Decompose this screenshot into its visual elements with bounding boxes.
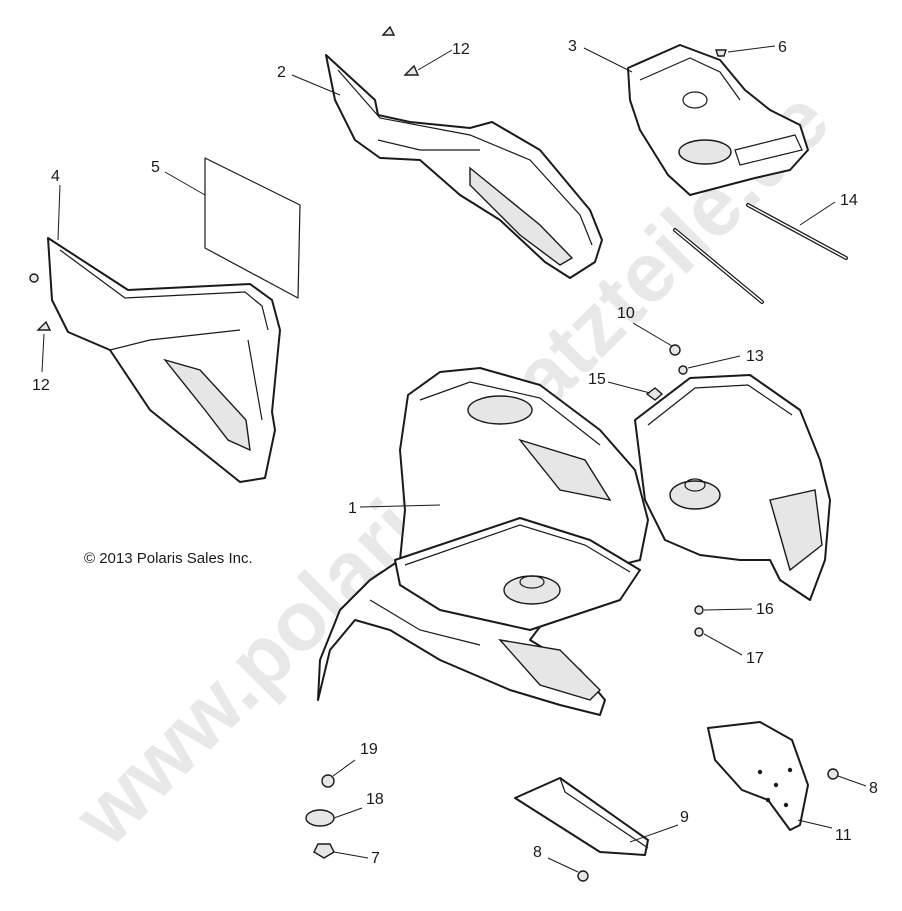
callout-6: 6	[778, 39, 787, 56]
leader-lines	[41, 45, 867, 873]
part-1-front-cab	[317, 367, 649, 716]
part-1-fender-box	[634, 374, 831, 601]
part-11-plate	[707, 721, 809, 831]
callout-10: 10	[617, 305, 635, 322]
callout-1: 1	[348, 500, 357, 517]
callout-5: 5	[151, 159, 160, 176]
fastener-16	[694, 605, 704, 615]
fasteners	[29, 25, 839, 882]
part-2-rack-cover	[325, 54, 603, 279]
callout-13: 13	[746, 348, 764, 365]
callout-12-left: 12	[32, 377, 50, 394]
callout-2: 2	[277, 64, 286, 81]
fastener-left-a	[29, 273, 39, 283]
fastener-12-top	[381, 25, 396, 36]
fastener-15	[645, 387, 664, 401]
fastener-13	[678, 365, 688, 375]
copyright-text: © 2013 Polaris Sales Inc.	[84, 550, 253, 567]
callout-7: 7	[371, 850, 380, 867]
callout-19: 19	[360, 741, 378, 758]
fastener-12-a	[403, 64, 420, 76]
fastener-18	[305, 809, 335, 827]
callout-12-top: 12	[452, 41, 470, 58]
part-4-left-panel	[47, 237, 281, 483]
part-3-storage-tray	[627, 44, 809, 196]
callout-18: 18	[366, 791, 384, 808]
callout-8-right: 8	[869, 780, 878, 797]
fastener-17	[694, 627, 704, 637]
callout-14: 14	[840, 192, 858, 209]
callout-15: 15	[588, 371, 606, 388]
part-9-bracket	[514, 777, 649, 856]
callout-9: 9	[680, 809, 689, 826]
callout-8-bottom: 8	[533, 844, 542, 861]
fastener-8-right	[827, 768, 839, 780]
fastener-12-b	[36, 320, 52, 331]
callout-17: 17	[746, 650, 764, 667]
callouts: 2 12 3 6 4 5 12 14 10 13 15 1 16 17 19 1…	[32, 38, 878, 867]
fastener-19	[321, 774, 335, 788]
callout-16: 16	[756, 601, 774, 618]
fastener-6	[715, 49, 727, 57]
part-14-rod	[673, 203, 848, 304]
fastener-10	[669, 344, 681, 356]
fastener-7	[313, 843, 335, 859]
callout-11: 11	[835, 827, 852, 844]
part-5-decal	[204, 157, 301, 299]
callout-4: 4	[51, 168, 60, 185]
callout-3: 3	[568, 38, 577, 55]
fastener-8-bottom	[577, 870, 589, 882]
